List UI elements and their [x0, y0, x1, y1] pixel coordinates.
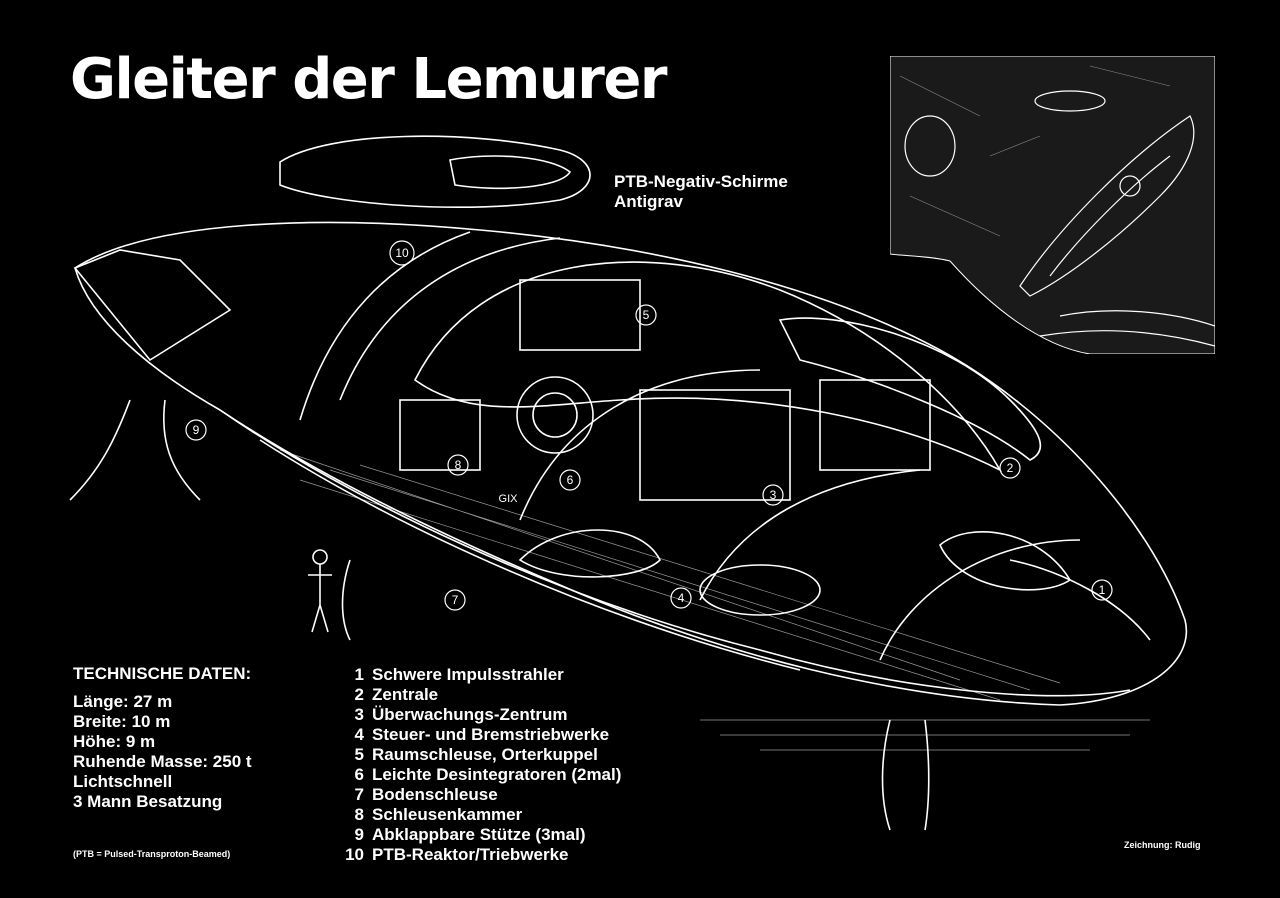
legend-item: 10 PTB-Reaktor/Triebwerke: [340, 845, 621, 865]
legend-number: 3: [354, 705, 364, 724]
legend-item: 8 Schleusenkammer: [340, 805, 621, 825]
legend-item: 3 Überwachungs-Zentrum: [340, 705, 621, 725]
technical-data: TECHNISCHE DATEN: Länge: 27 m Breite: 10…: [73, 664, 252, 812]
callout-5: 5: [643, 308, 650, 322]
callout-6: 6: [567, 473, 574, 487]
technical-data-mass: Ruhende Masse: 250 t: [73, 752, 252, 771]
legend-number: 6: [354, 765, 364, 784]
technical-data-height: Höhe: 9 m: [73, 732, 156, 751]
technical-data-width: Breite: 10 m: [73, 712, 171, 731]
legend-label: PTB-Reaktor/Triebwerke: [372, 845, 569, 864]
legend-label: Schleusenkammer: [372, 805, 523, 824]
inset-illustration: [890, 56, 1215, 354]
ptb-label-line-2: Antigrav: [614, 192, 683, 211]
callout-3: 3: [770, 488, 777, 502]
legend-number: 9: [354, 825, 364, 844]
page-title: Gleiter der Lemurer: [70, 47, 667, 112]
legend-item: 7 Bodenschleuse: [340, 785, 621, 805]
legend-number: 10: [345, 845, 364, 864]
callout-10: 10: [395, 246, 409, 260]
legend-item: 6 Leichte Desintegratoren (2mal): [340, 765, 622, 785]
legend-item: 5 Raumschleuse, Orterkuppel: [340, 745, 621, 765]
ptb-label-line-1: PTB-Negativ-Schirme: [614, 172, 788, 191]
legend-number: 4: [354, 725, 364, 744]
legend-label: Überwachungs-Zentrum: [372, 705, 568, 724]
callout-7: 7: [452, 593, 459, 607]
legend-number: 2: [354, 685, 364, 704]
legend-number: 8: [354, 805, 364, 824]
technical-data-crew: 3 Mann Besatzung: [73, 792, 223, 811]
legend-item: 4 Steuer- und Bremstriebwerke: [340, 725, 621, 745]
callout-2: 2: [1007, 461, 1014, 475]
legend-label: Zentrale: [372, 685, 439, 704]
legend-list: 1 Schwere Impulsstrahler 2 Zentrale 3 Überw…: [340, 665, 621, 865]
legend-number: 7: [354, 785, 364, 804]
credit: Zeichnung: Rudig: [1124, 840, 1201, 850]
footnote: (PTB = Pulsed-Transproton-Beamed): [73, 849, 231, 859]
legend-label: Abklappbare Stütze (3mal): [372, 825, 586, 844]
ptb-label: PTB-Negativ-Schirme Antigrav: [614, 172, 788, 212]
callout-9: 9: [193, 423, 200, 437]
legend-label: Schwere Impulsstrahler: [372, 665, 564, 684]
legend-label: Steuer- und Bremstriebwerke: [372, 725, 610, 744]
legend-item: 2 Zentrale: [340, 685, 621, 705]
legend-label: Leichte Desintegratoren (2mal): [372, 765, 622, 784]
callout-4: 4: [678, 591, 685, 605]
technical-data-speed: Lichtschnell: [73, 772, 173, 791]
legend-number: 1: [354, 665, 364, 684]
technical-data-heading: TECHNISCHE DATEN:: [73, 664, 252, 683]
legend-item: 1 Schwere Impulsstrahler: [340, 665, 621, 685]
technical-data-length: Länge: 27 m: [73, 692, 173, 711]
hull-label: GIX: [499, 493, 519, 505]
legend-label: Bodenschleuse: [372, 785, 498, 804]
callout-8: 8: [455, 458, 462, 472]
legend-number: 5: [354, 745, 364, 764]
callout-1: 1: [1099, 583, 1106, 597]
legend-item: 9 Abklappbare Stütze (3mal): [340, 825, 621, 845]
legend-label: Raumschleuse, Orterkuppel: [372, 745, 598, 764]
